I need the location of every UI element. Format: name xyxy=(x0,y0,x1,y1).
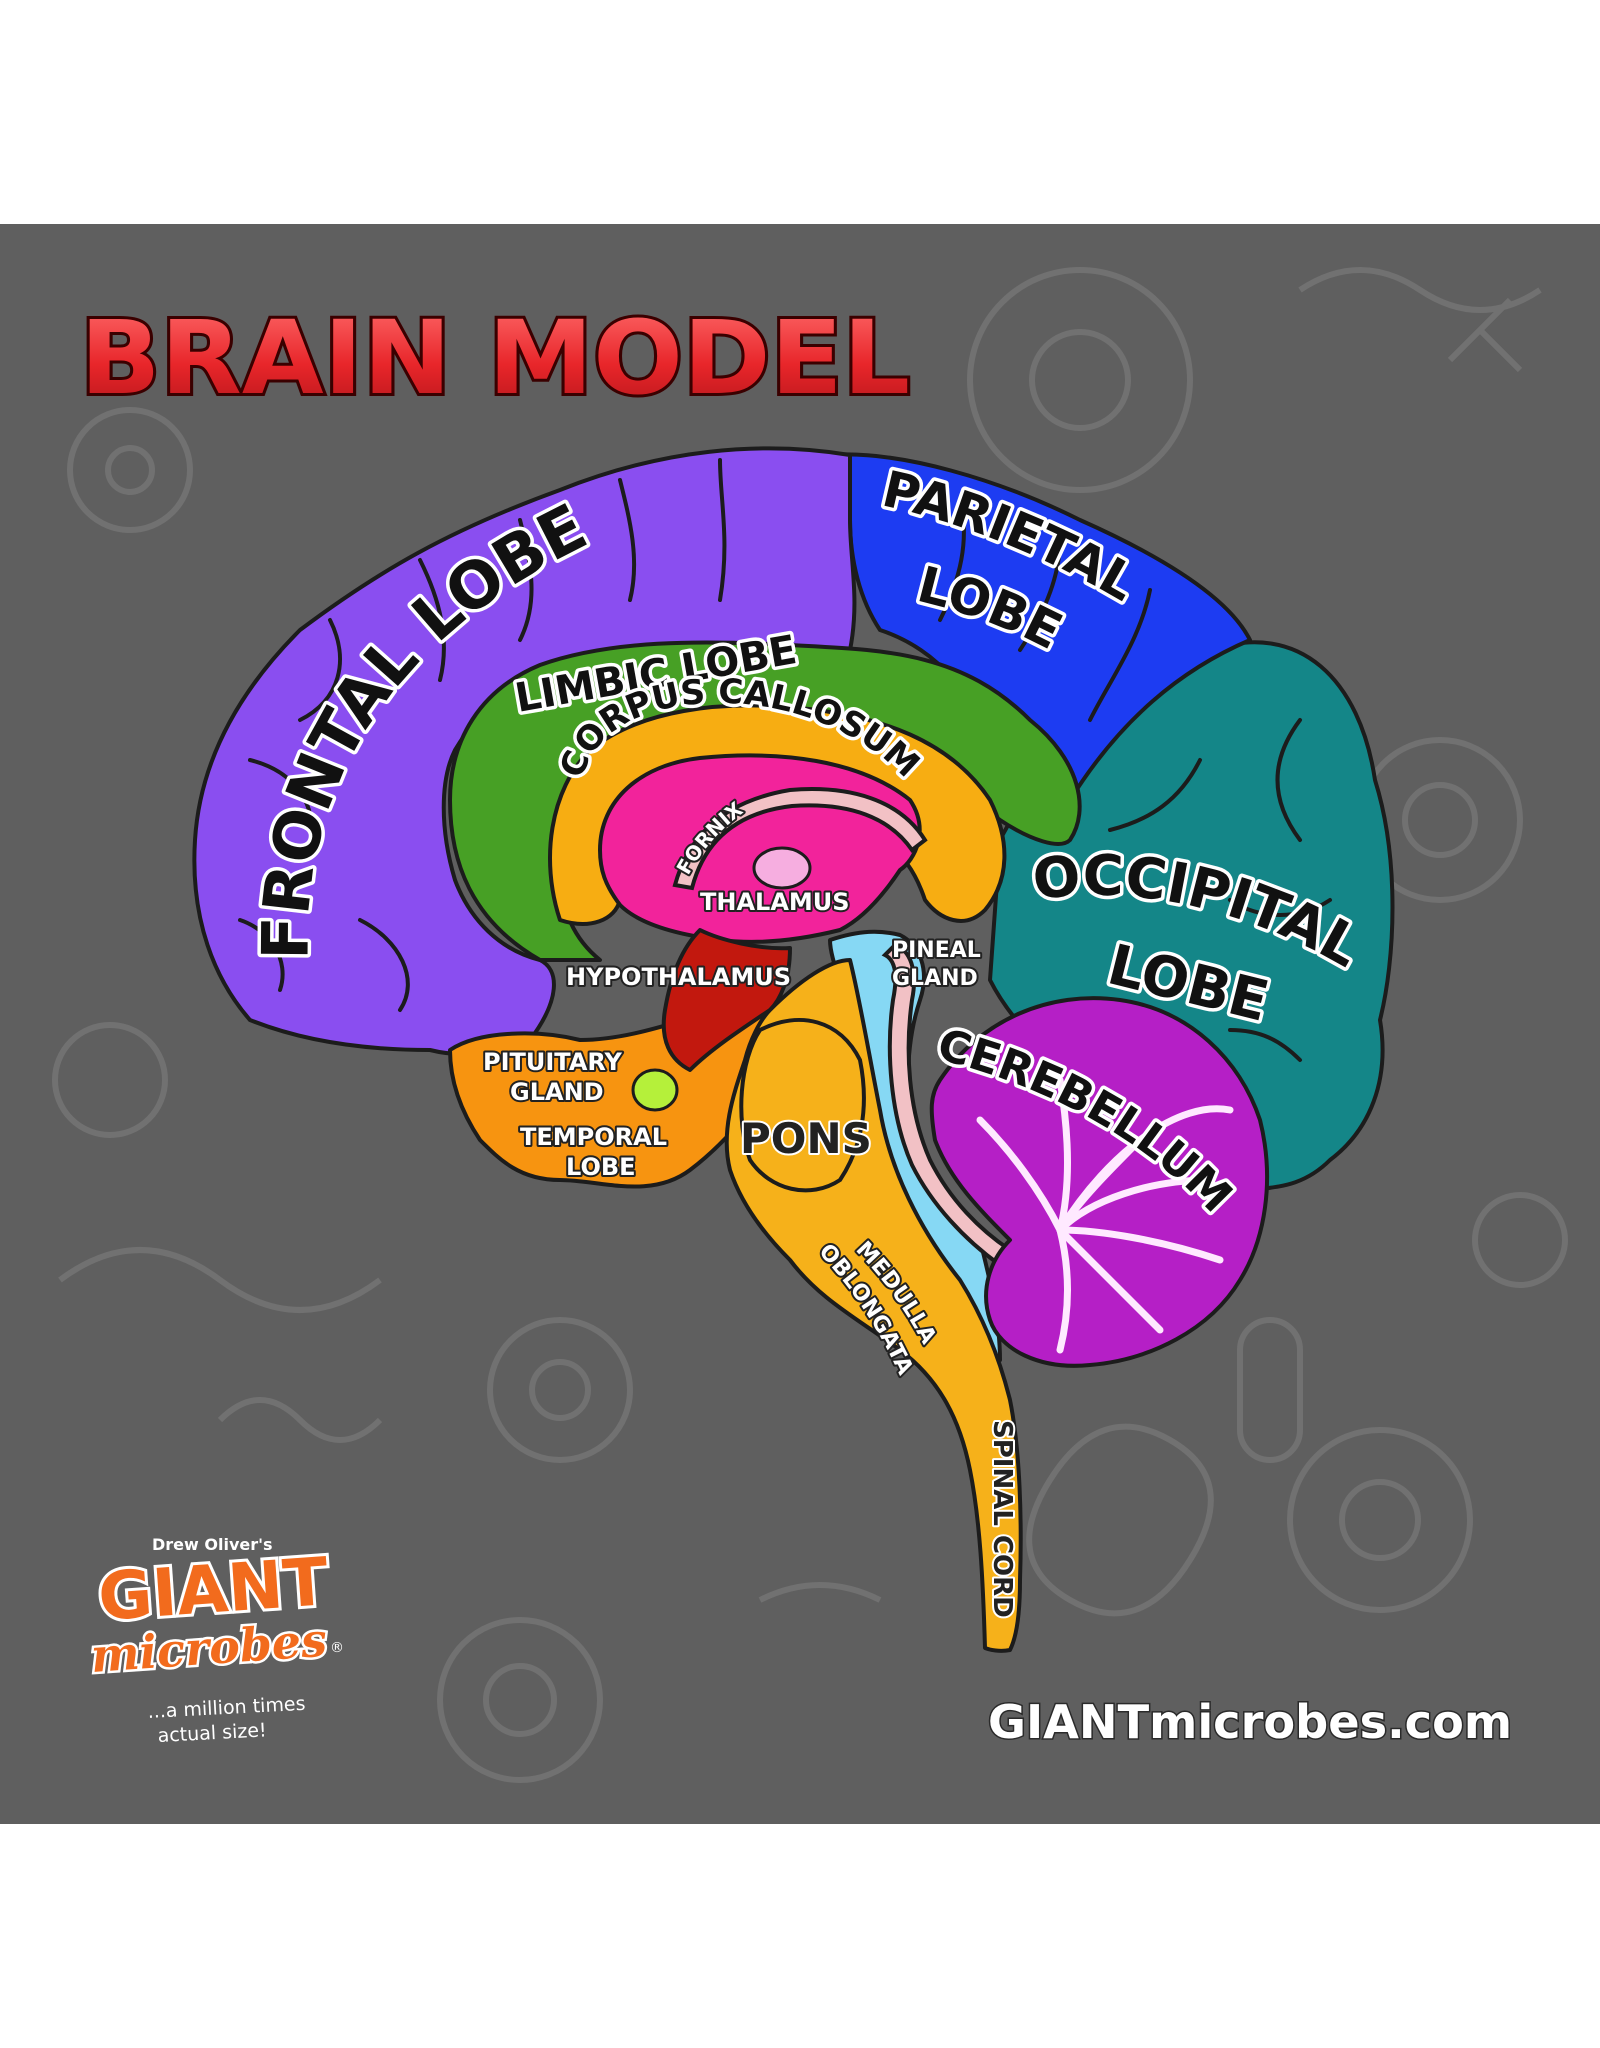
thalamus-label: THALAMUS xyxy=(700,888,850,916)
temporal-lobe-label-line1: TEMPORAL xyxy=(520,1123,667,1151)
pituitary-gland-label-line1: PITUITARY xyxy=(483,1048,623,1076)
poster-title: BRAIN MODEL xyxy=(80,299,910,418)
pons-bulge xyxy=(739,1018,866,1193)
pineal-gland-label-line1: PINEAL xyxy=(892,938,981,963)
brain-sulci xyxy=(238,458,1332,1062)
pituitary-gland-shape xyxy=(631,1068,679,1112)
pituitary-gland-label-line2: GLAND xyxy=(510,1078,604,1106)
brain-model-poster: BRAIN MODEL xyxy=(0,224,1600,1824)
logo-byline: Drew Oliver's xyxy=(152,1535,273,1554)
website-link[interactable]: GIANTmicrobes.com xyxy=(987,1694,1514,1751)
temporal-lobe-label-line2: LOBE xyxy=(566,1153,636,1181)
hypothalamus-region xyxy=(661,928,792,1072)
pineal-gland-label-line2: GLAND xyxy=(892,966,978,991)
hypothalamus-label: HYPOTHALAMUS xyxy=(566,963,791,991)
cerebellum-arbor xyxy=(976,1076,1234,1354)
logo-giant: GIANT xyxy=(96,1543,331,1636)
thalamus-oval xyxy=(752,846,812,890)
parietal-lobe-region xyxy=(828,452,1252,802)
fornix-band xyxy=(672,787,928,891)
brain-diagram xyxy=(192,446,1395,1653)
logo-registered: ® xyxy=(330,1640,344,1656)
pons-label: PONS xyxy=(740,1114,872,1163)
spinal-cord-label: SPINAL CORD xyxy=(987,1420,1017,1618)
background-microbe-pattern xyxy=(52,267,1568,1783)
